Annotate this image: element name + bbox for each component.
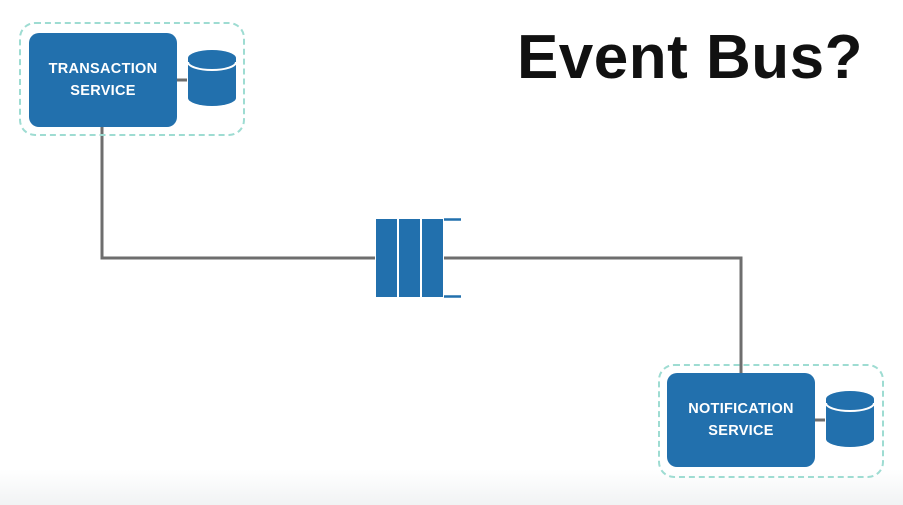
notification-service-label-line1: NOTIFICATION — [688, 401, 794, 417]
notification-service-label-line2: SERVICE — [708, 423, 774, 439]
connector-transaction-to-queue — [100, 127, 375, 260]
notification-boundary — [658, 364, 884, 478]
transaction-service-label-line2: SERVICE — [70, 83, 136, 99]
notification-service-box: NOTIFICATION SERVICE — [667, 373, 815, 467]
database-icon — [187, 50, 237, 106]
transaction-boundary — [19, 22, 245, 136]
database-icon — [825, 391, 875, 447]
transaction-service-box: TRANSACTION SERVICE — [29, 33, 177, 127]
connector-queue-to-notification — [444, 256, 743, 373]
transaction-service-label-line1: TRANSACTION — [48, 61, 158, 77]
page-title: Event Bus? — [516, 23, 863, 92]
message-queue-icon — [376, 218, 461, 298]
